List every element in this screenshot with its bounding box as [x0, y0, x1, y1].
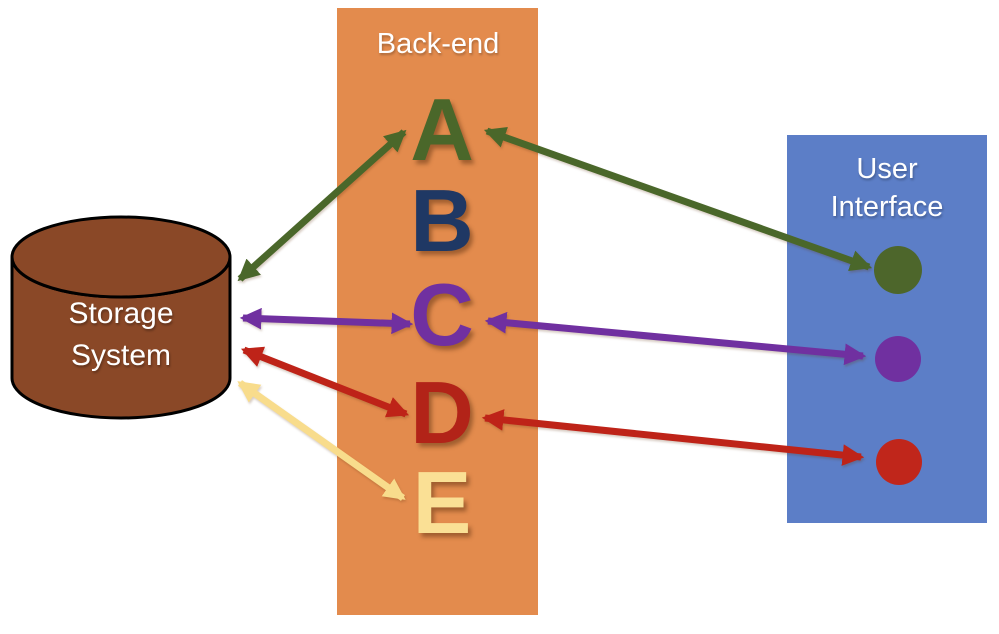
backend-module-c: C: [410, 265, 474, 364]
backend-module-d: D: [410, 363, 474, 462]
arrow-storage-a: [237, 129, 407, 282]
ui-endpoint-purple: [875, 336, 921, 382]
storage-label-line2: System: [71, 339, 171, 372]
backend-module-b: B: [410, 171, 474, 270]
backend-module-e: E: [413, 453, 472, 552]
storage-cylinder-top: [10, 215, 232, 299]
arrow-c-ui: [484, 311, 867, 366]
ui-endpoint-green: [874, 246, 922, 294]
storage-label-line1: Storage: [68, 297, 173, 330]
ui-title-line1: User: [856, 153, 918, 185]
connection-arrows: [237, 126, 873, 501]
arrow-a-ui: [483, 126, 873, 272]
ui-endpoint-red: [876, 439, 922, 485]
arrow-storage-c: [239, 307, 414, 335]
arrow-d-ui: [481, 409, 865, 466]
backend-title: Back-end: [377, 28, 500, 60]
arrow-storage-e: [237, 380, 406, 501]
backend-module-a: A: [410, 80, 474, 179]
ui-title-line2: Interface: [831, 191, 944, 223]
